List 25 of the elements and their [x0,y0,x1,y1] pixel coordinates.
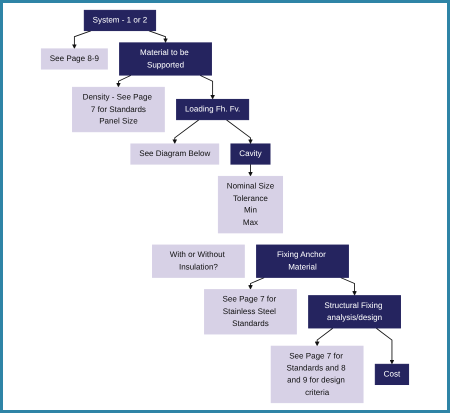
arrow [340,277,357,296]
node-box: See Page 8-9 [40,48,108,70]
node-box: System - 1 or 2 [84,10,156,32]
node-box: See Page 7 for Standards and 8 and 9 for design criteria [270,346,364,404]
arrow [72,30,92,49]
arrow [248,164,253,176]
node-box: See Page 7 for Stainless Steel Standards [204,289,297,334]
arrow [248,277,265,290]
node-box: Structural Fixing analysis/design [308,295,401,328]
node-box: Cost [374,364,410,386]
node-box: Material to be Supported [119,42,212,76]
arrow [226,119,253,144]
node-box: Nominal Size Tolerance Min Max [218,176,284,234]
node-box: See Diagram Below [130,143,220,165]
arrow [148,30,168,43]
arrow [314,328,334,346]
arrow [116,74,132,88]
node-box: Cavity [230,143,270,165]
node-box: Loading Fh. Fv. [176,98,250,120]
arrow [376,328,394,364]
arrow [172,119,200,144]
node-box: Fixing Anchor Material [256,244,349,278]
arrow [200,74,215,100]
node-box: Density - See Page 7 for Standards Panel Size [72,86,165,132]
node-box: With or Without Insulation? [152,244,245,278]
